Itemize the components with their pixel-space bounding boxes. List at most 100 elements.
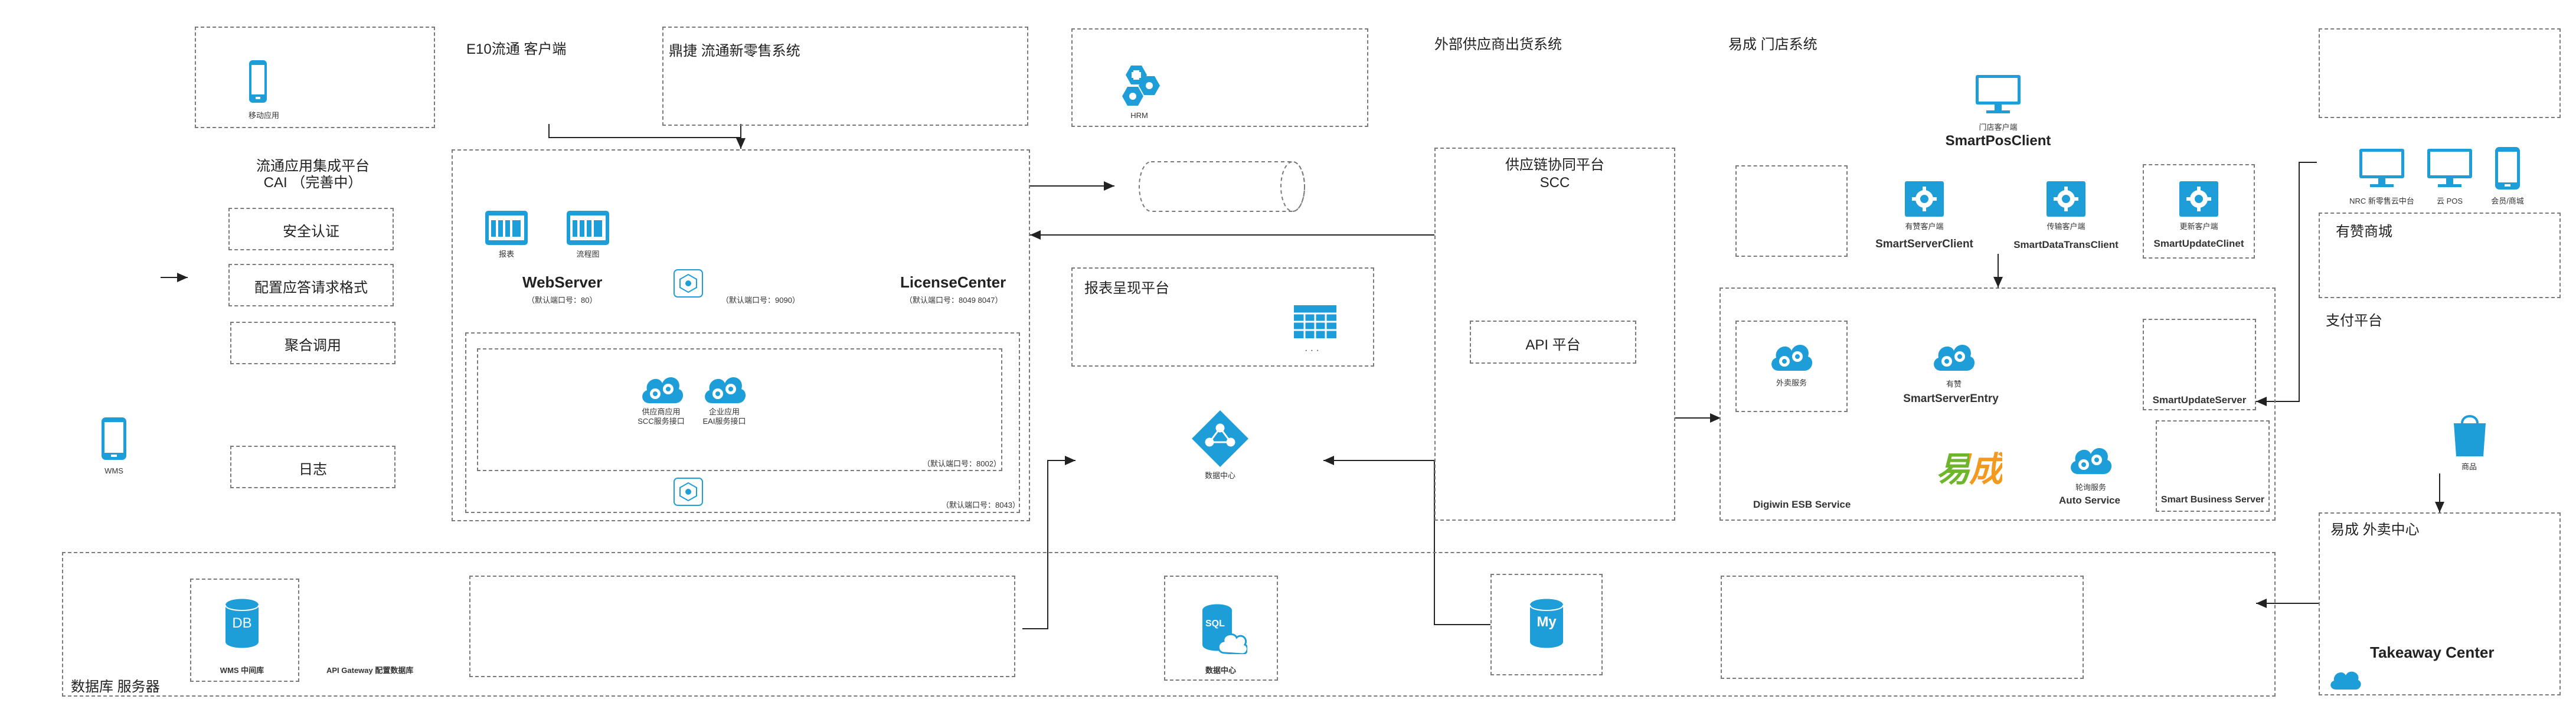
youzan-box [2319, 213, 2561, 298]
inner-service-sub-box [477, 348, 1002, 471]
sql-data-center-label: 数据中心 [1205, 666, 1236, 675]
update-client-box [2143, 164, 2255, 259]
scc-box [1434, 148, 1675, 521]
relay-service-icon [2071, 447, 2112, 474]
cai-item-3[interactable] [230, 322, 395, 364]
left-small-box [1735, 165, 1848, 257]
enterprise-service-icon [705, 377, 746, 403]
wms-db-box [190, 579, 299, 682]
takeaway-service-box [1735, 321, 1848, 412]
table-dots: · · · [1305, 345, 1319, 355]
arrow-db-to-data [1022, 456, 1075, 629]
hrm-icon [1122, 66, 1160, 106]
smart-server-client: SmartServerClient [1875, 238, 1973, 250]
takeaway-center-box [2319, 512, 2561, 695]
smart-data-trans-client: SmartDataTransClient [2013, 239, 2119, 250]
esb-box [1719, 288, 2276, 521]
db-server-label: 数据库 服务器 [71, 679, 160, 695]
entry-small-label: 有赞 [1946, 380, 1962, 388]
e10-client-label: E10流通 客户端 [466, 41, 567, 57]
report-platform-label: 报表呈现平台 [1084, 280, 1169, 296]
cai-item-4-label: 日志 [299, 462, 327, 478]
report-icon [485, 211, 528, 245]
cloud-pos-label: 云 POS [2436, 197, 2463, 205]
port-8002: （默认端口号：8002） [923, 459, 1001, 468]
store-client-label: 门店客户端 [1979, 123, 2018, 132]
cai-item-3-label: 聚合调用 [285, 338, 341, 354]
cai-item-1[interactable] [228, 208, 394, 250]
relay-service-label: 轮询服务 [2075, 483, 2106, 492]
hrm-label: HRM [1130, 111, 1148, 120]
hrm-box [1071, 28, 1368, 127]
api-platform-label: API 平台 [1525, 337, 1581, 353]
update-client-label: 更新客户端 [2179, 222, 2218, 231]
wms-db-label: WMS 中间库 [220, 666, 264, 675]
wms-label: WMS [104, 466, 123, 475]
webserver-port: （默认端口号：80） [527, 296, 597, 305]
smart-business-server: Smart Business Server [2160, 495, 2265, 505]
takeaway-center-label: 易成 外卖中心 [2330, 522, 2420, 538]
mysql-text: My [1537, 614, 1557, 630]
server-client-icon [1905, 181, 1944, 217]
smart-update-client: SmartUpdateClinet [2153, 238, 2244, 249]
db-middle-box [469, 576, 1015, 677]
cai-item-2[interactable] [228, 264, 394, 306]
digiwin-esb: Digiwin ESB Service [1753, 499, 1851, 510]
takeaway-service-label: 外卖服务 [1776, 378, 1807, 387]
entry-icon [1934, 344, 1975, 371]
cai-item-1-label: 安全认证 [283, 224, 339, 240]
table-icon [1294, 305, 1336, 338]
yicheng-logo: 易成 [1936, 442, 2003, 491]
port-8043: （默认端口号：8043） [942, 501, 1020, 509]
db-right-box [1721, 576, 2084, 679]
smart-update-server: SmartUpdateServer [2152, 394, 2247, 406]
process-icon [567, 211, 609, 245]
cloud-pos-icon [2427, 149, 2472, 187]
mobile-app-label: 移动应用 [248, 111, 279, 120]
payment-platform-label: 支付平台 [2326, 313, 2382, 329]
wms-db-text: DB [232, 615, 252, 631]
smart-pos-client: SmartPosClient [1945, 133, 2051, 149]
dingjie-box [662, 27, 1028, 126]
youzan-mall-label: 有赞商城 [2336, 224, 2392, 240]
license-name: LicenseCenter [900, 273, 1006, 291]
trans-client-label: 传输客户端 [2047, 222, 2085, 231]
cloud-icon [2330, 671, 2361, 690]
webserver-module-icon [674, 269, 703, 298]
arrow-mysql-to-data [1323, 456, 1490, 625]
mobile-app-box [195, 27, 435, 128]
server-client-label: 有赞客户端 [1905, 222, 1944, 231]
dingjie-label: 鼎捷 流通新零售系统 [669, 43, 800, 59]
takeaway-center-en: Takeaway Center [2370, 643, 2495, 661]
report-label: 报表 [498, 250, 514, 259]
store-client-icon [1976, 75, 2021, 113]
mysql-box [1490, 574, 1603, 675]
arrow-nrc-to-update [2256, 162, 2317, 406]
cai-item-2-label: 配置应答请求格式 [254, 280, 368, 296]
wms-phone-icon [102, 417, 126, 460]
mobile-app-icon [249, 60, 267, 103]
takeaway-service-icon [1771, 344, 1813, 371]
report-platform-box [1071, 267, 1374, 367]
shopping-bag-icon [2454, 415, 2486, 456]
bag-label: 商品 [2461, 462, 2477, 471]
wms-db-icon [225, 599, 259, 648]
nrc-monitor-icon [2359, 149, 2404, 187]
nrc-label: NRC 新零售云中台 [2349, 197, 2414, 205]
mysql-db-icon [1529, 599, 1564, 648]
update-server-box [2143, 319, 2256, 410]
cai-title: 流通应用集成平台 CAI （完善中） [256, 158, 370, 191]
update-client-icon [2179, 181, 2218, 217]
data-center-label: 数据中心 [1204, 471, 1235, 480]
main-server-box [452, 149, 1030, 521]
member-mall-icon [2495, 147, 2520, 190]
arrow-top-merge [548, 124, 741, 149]
api-gateway-label: API Gateway 配置数据库 [326, 666, 414, 675]
trans-client-icon [2047, 181, 2085, 217]
smart-server-entry: SmartServerEntry [1903, 393, 1999, 405]
scc-title: 供应链协同平台 SCC [1505, 157, 1604, 191]
sql-text: SQL [1205, 619, 1225, 629]
cai-item-4[interactable] [230, 446, 395, 488]
sql-db-icon [1202, 604, 1247, 654]
